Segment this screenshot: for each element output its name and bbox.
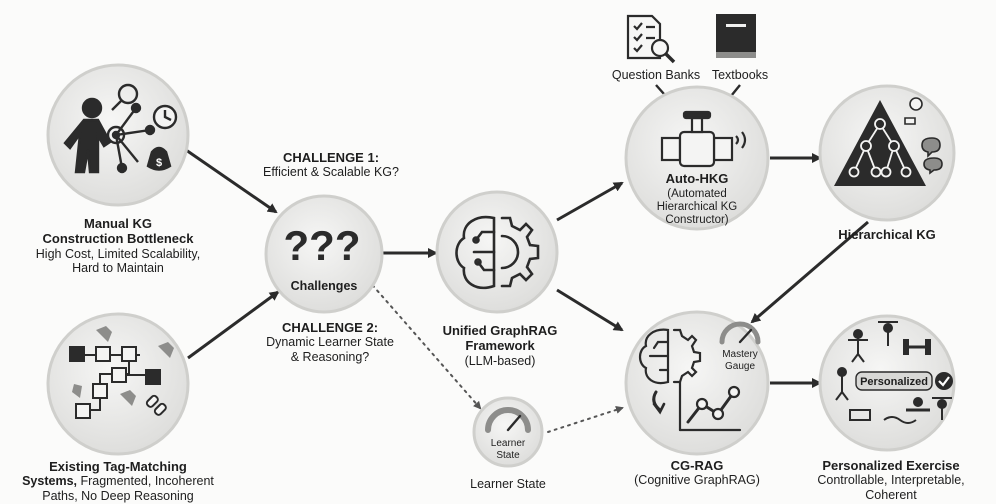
manual-kg-desc-2: Hard to Maintain: [72, 261, 164, 276]
tag-matching-title-suffix: Systems,: [22, 474, 77, 489]
valve-icon: [660, 110, 747, 168]
autohkg-title: Auto-HKG: [666, 171, 729, 186]
personalized-desc-2: Coherent: [865, 488, 917, 503]
manual-kg-title-1: Manual KG: [84, 216, 152, 231]
cgrag-title: CG-RAG: [670, 458, 724, 473]
challenge1-title: CHALLENGE 1:: [282, 150, 380, 165]
learner-gauge-label-2: State: [496, 450, 520, 461]
mastery-gauge-label-1: Mastery: [722, 349, 758, 360]
arrow-manual-to-challenges: [185, 148, 278, 214]
learner-state-caption-text: Learner State: [470, 477, 546, 491]
exercise-people-icon: [835, 321, 952, 424]
manual-kg-desc-1: High Cost, Limited Scalability,: [35, 246, 201, 261]
tag-matching-icon: [69, 326, 174, 419]
personalized-desc-1: Controllable, Interpretable,: [817, 473, 965, 488]
cgrag-caption: CG-RAG (Cognitive GraphRAG): [612, 458, 782, 488]
pyramid-kg-icon: [834, 97, 943, 186]
graphrag-title-2: Framework: [465, 338, 535, 354]
challenges-label: Challenges: [291, 279, 358, 293]
personalized-caption: Personalized Exercise Controllable, Inte…: [796, 458, 986, 503]
cgrag-icon: [638, 321, 761, 432]
learner-state-caption: Learner State: [452, 477, 564, 492]
arrow-graphrag-to-autohkg: [556, 181, 624, 222]
challenge2-desc-2: & Reasoning?: [290, 350, 370, 365]
graphrag-caption: Unified GraphRAG Framework (LLM-based): [420, 323, 580, 368]
hierkg-title: Hierarchical KG: [838, 227, 936, 242]
question-banks-text: Question Banks: [611, 68, 701, 82]
dotted-learner-to-cgrag: [547, 406, 624, 433]
tag-matching-desc-1: Fragmented, Incoherent: [77, 474, 214, 489]
tag-matching-circle: [46, 312, 190, 456]
personalized-badge-bg: [855, 371, 933, 391]
autohkg-desc-3: Constructor): [665, 214, 728, 226]
challenge1-caption: CHALLENGE 1: Efficient & Scalable KG?: [236, 150, 426, 180]
personalized-badge-text: Personalized: [860, 376, 928, 388]
challenges-circle: [264, 194, 384, 314]
manual-kg-icon: $: [63, 83, 178, 174]
challenge2-title: CHALLENGE 2:: [281, 320, 379, 335]
tag-matching-caption: Existing Tag-Matching Systems, Fragmente…: [0, 459, 236, 504]
graphrag-title-1: Unified GraphRAG: [442, 323, 558, 338]
tag-matching-title: Existing Tag-Matching: [49, 459, 187, 474]
autohkg-desc-2: Hierarchical KG: [657, 201, 738, 213]
hierkg-caption: Hierarchical KG: [812, 227, 962, 242]
flow-arrows: [185, 84, 869, 388]
manual-kg-title-2: Construction Bottleneck: [42, 231, 194, 247]
tag-matching-desc-2: Paths, No Deep Reasoning: [42, 489, 194, 504]
dotted-challenges-to-learner: [367, 279, 482, 410]
dotted-arrows: [367, 279, 624, 433]
challenge2-desc-1: Dynamic Learner State: [266, 335, 394, 350]
question-banks-icon: [626, 14, 676, 64]
question-marks-icon: ???: [284, 222, 361, 269]
learner-gauge-label-1: Learner: [491, 438, 526, 449]
autohkg-desc-1: (Automated: [667, 188, 726, 200]
check-icon: [935, 372, 953, 390]
manual-kg-caption: Manual KG Construction Bottleneck High C…: [10, 216, 226, 276]
arrow-hierkg-to-cgrag: [750, 220, 869, 324]
arrow-tag-to-challenges: [187, 290, 280, 360]
tag-matching-line2: Systems, Fragmented, Incoherent: [0, 474, 236, 489]
question-banks-label: Question Banks: [596, 68, 716, 83]
cgrag-desc: (Cognitive GraphRAG): [634, 473, 760, 488]
learner-gauge-icon: [485, 407, 531, 433]
challenges-symbol: ???: [284, 222, 361, 269]
cgrag-circle: [624, 310, 770, 456]
textbooks-label: Textbooks: [700, 68, 780, 83]
challenge2-caption: CHALLENGE 2: Dynamic Learner State & Rea…: [240, 320, 420, 365]
textbooks-text: Textbooks: [711, 68, 769, 82]
mastery-gauge-label-2: Gauge: [725, 361, 755, 372]
svg-text:$: $: [156, 157, 162, 169]
challenge1-desc: Efficient & Scalable KG?: [263, 165, 399, 180]
graphrag-desc: (LLM-based): [464, 353, 536, 368]
arrow-graphrag-to-cgrag: [556, 288, 624, 332]
personalized-title: Personalized Exercise: [822, 458, 960, 473]
brain-gear-icon: [455, 215, 540, 289]
textbooks-icon: [716, 14, 756, 58]
